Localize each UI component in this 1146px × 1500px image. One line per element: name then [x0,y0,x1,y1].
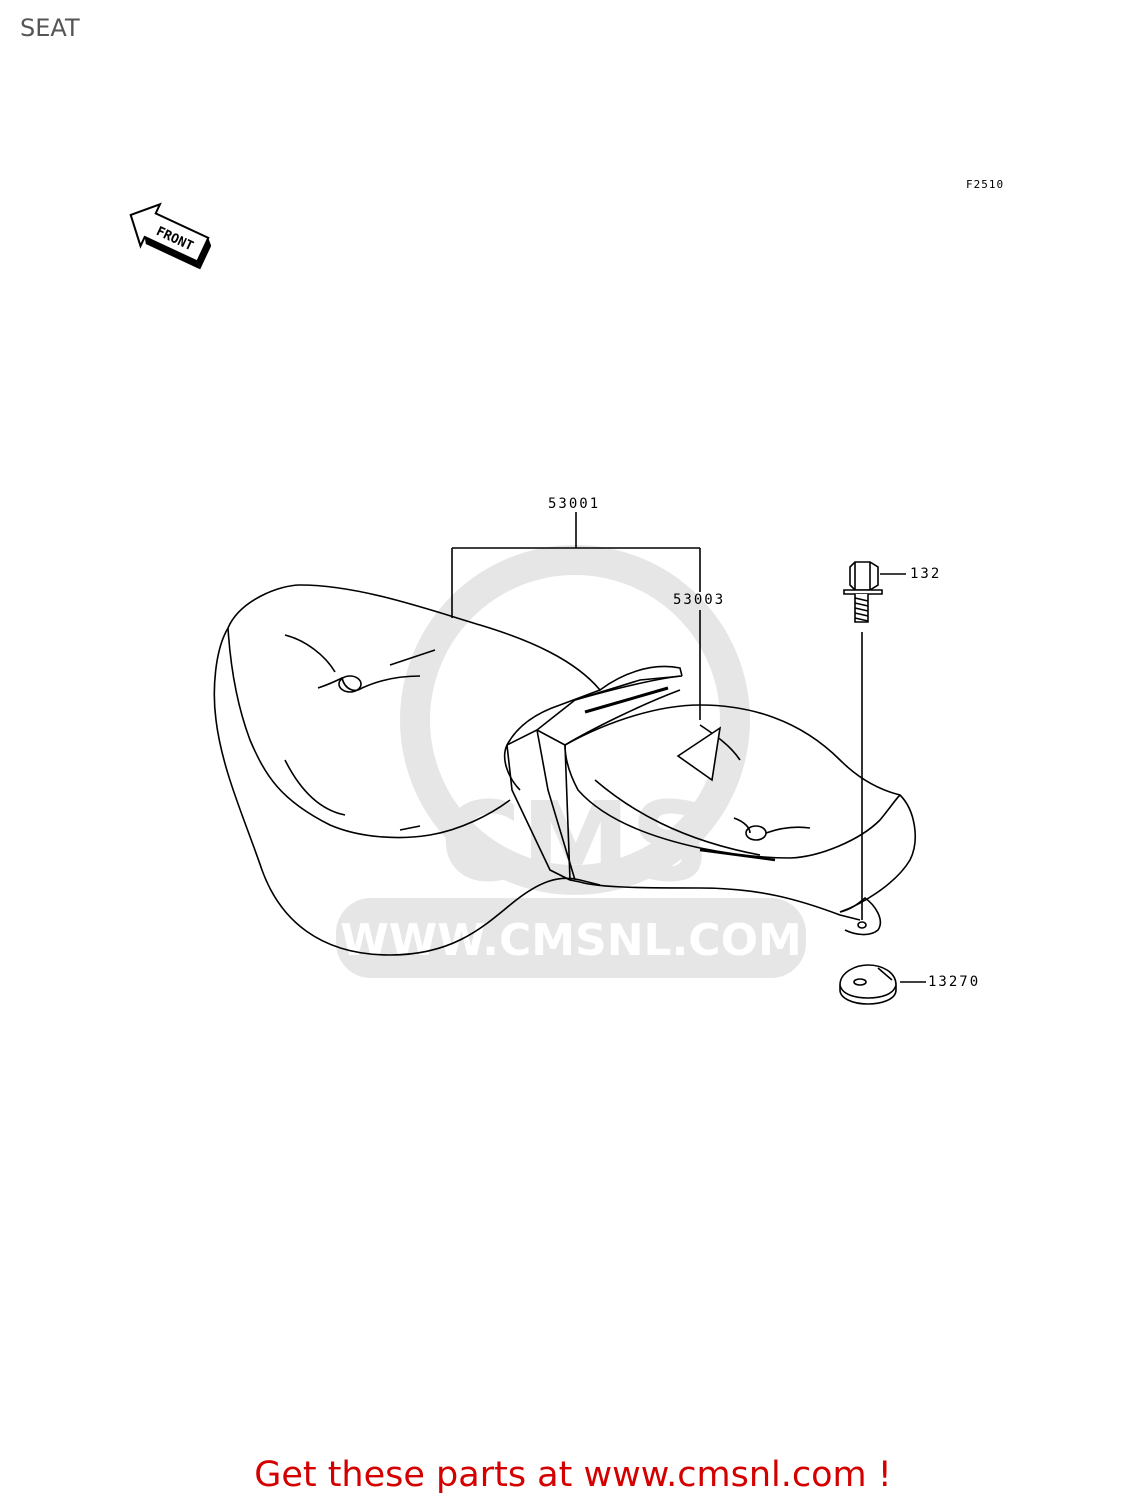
figure-code: F2510 [966,178,1005,191]
part-label-13270[interactable]: 13270 [928,974,981,990]
watermark-url: WWW.CMSNL.COM [340,915,802,966]
part-label-132[interactable]: 132 [910,566,942,582]
damper-13270-icon [839,964,897,1005]
bolt-132-icon [843,561,883,623]
page-title: SEAT [20,14,80,42]
watermark-logo-text: CMS [440,778,709,906]
footer-parts-link[interactable]: Get these parts at www.cmsnl.com ! [254,1455,892,1495]
front-arrow-icon: FRONT [129,202,212,270]
part-label-53003[interactable]: 53003 [673,592,726,608]
part-label-53001[interactable]: 53001 [548,496,601,512]
cmsnl-watermark: WWW.CMSNL.COM CMS [336,545,806,978]
seat-assembly-drawing [213,584,916,956]
leader-lines [451,512,926,983]
